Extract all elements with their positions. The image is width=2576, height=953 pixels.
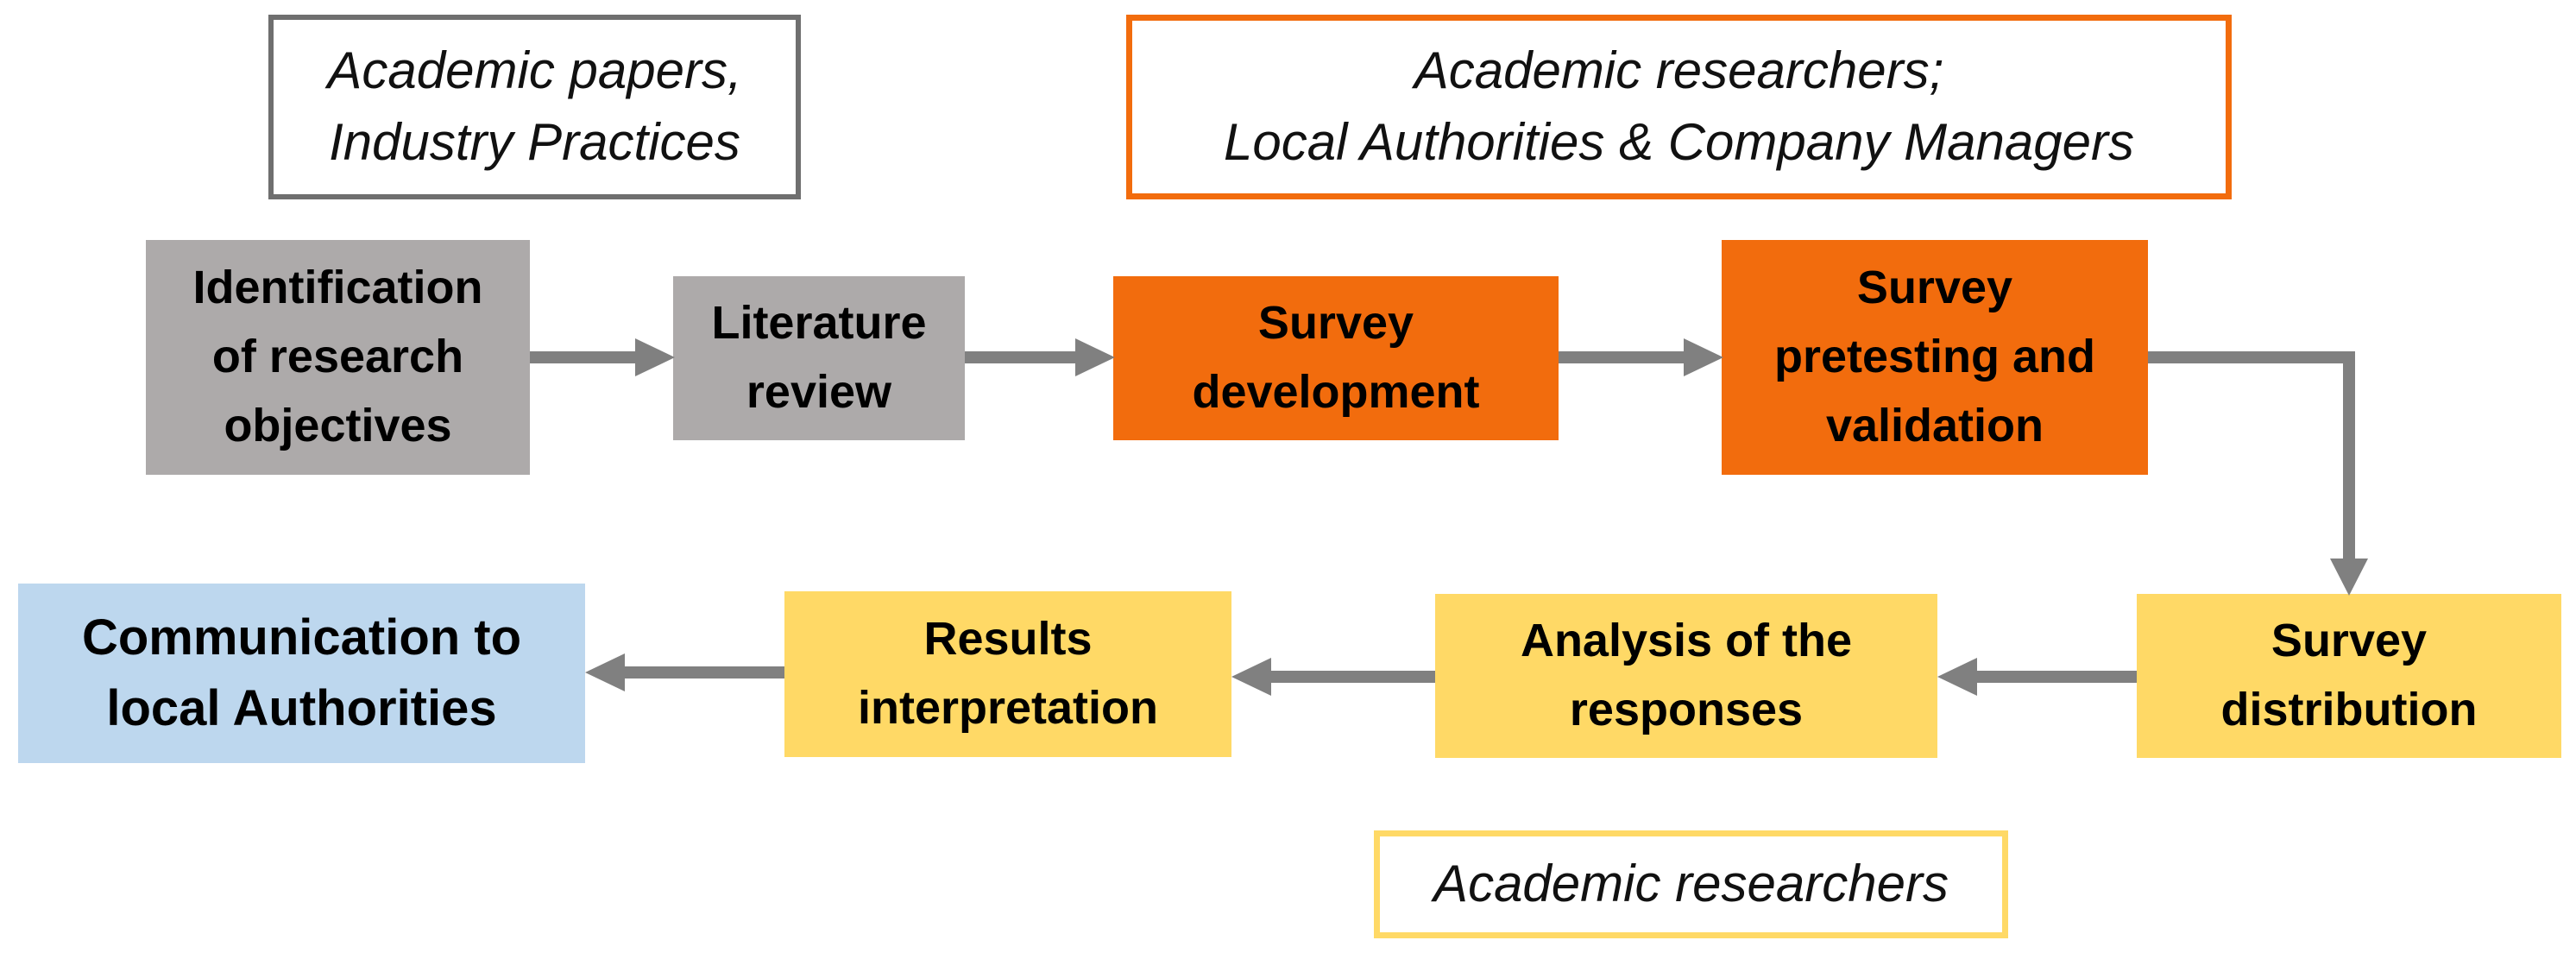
note-sources-text: Academic papers, Industry Practices <box>327 41 742 171</box>
step-survey-pretesting: Survey pretesting and validation <box>1722 240 2148 475</box>
arrow-distribution-to-analysis <box>1937 658 2137 696</box>
note-validators-text: Academic researchers; Local Authorities … <box>1224 41 2134 171</box>
step-analysis-label: Analysis of the responses <box>1520 615 1853 735</box>
arrow-development-to-pretesting <box>1559 338 1723 376</box>
step-communication-label: Communication to local Authorities <box>81 609 522 736</box>
step-analysis: Analysis of the responses <box>1435 594 1937 758</box>
arrow-analysis-to-interpretation <box>1231 658 1435 696</box>
step-survey-development-label: Survey development <box>1192 297 1480 418</box>
note-analysts: Academic researchers <box>1374 830 2008 938</box>
step-literature-review-label: Literature review <box>711 297 927 418</box>
note-validators: Academic researchers; Local Authorities … <box>1126 15 2232 199</box>
step-communication: Communication to local Authorities <box>18 584 585 763</box>
step-survey-distribution-label: Survey distribution <box>2220 615 2478 735</box>
arrow-literature-to-development <box>965 338 1115 376</box>
arrow-pretesting-to-distribution <box>2148 351 2368 596</box>
step-identification: Identification of research objectives <box>146 240 530 475</box>
step-identification-label: Identification of research objectives <box>192 262 483 451</box>
note-analysts-text: Academic researchers <box>1433 855 1949 913</box>
step-survey-development: Survey development <box>1113 276 1559 440</box>
step-results-interpretation: Results interpretation <box>784 591 1231 757</box>
step-survey-pretesting-label: Survey pretesting and validation <box>1773 262 2096 451</box>
step-survey-distribution: Survey distribution <box>2137 594 2561 758</box>
step-literature-review: Literature review <box>673 276 965 440</box>
arrow-interpretation-to-communication <box>585 653 784 691</box>
note-sources: Academic papers, Industry Practices <box>268 15 801 199</box>
arrow-identification-to-literature <box>530 338 675 376</box>
step-results-interpretation-label: Results interpretation <box>857 613 1159 734</box>
